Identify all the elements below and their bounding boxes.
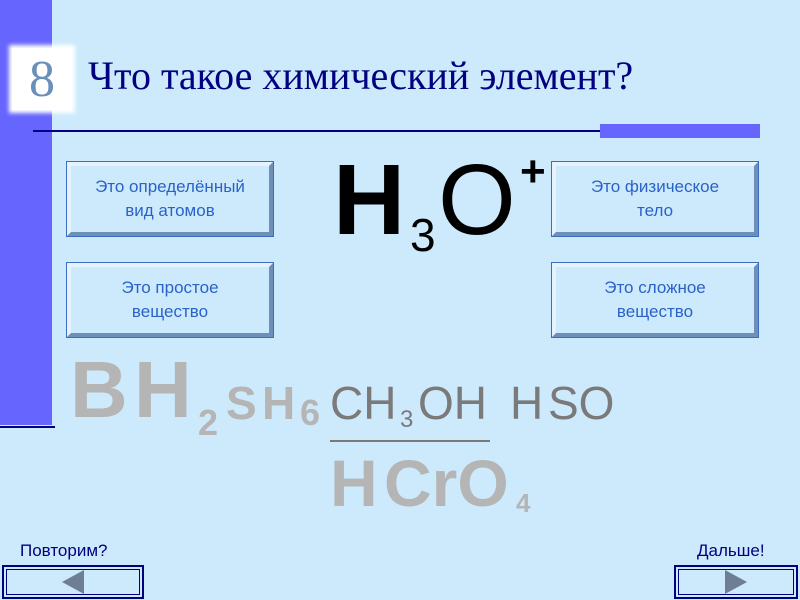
option-label: вещество (616, 302, 694, 321)
formula-glyph: S (226, 377, 257, 429)
option-complex-substance-button[interactable]: Это сложное вещество (551, 262, 759, 338)
title-divider-accent (600, 124, 760, 138)
divider (0, 426, 55, 428)
formula-glyph: 4 (516, 488, 531, 518)
back-label: Повторим? (20, 541, 108, 560)
formula-h3o-3: 3 (410, 209, 436, 261)
formula-h3o-plus: + (520, 147, 546, 196)
formula-glyph: 2 (198, 402, 219, 443)
next-label: Дальше! (697, 541, 765, 560)
formula-h3o-h: H (333, 144, 406, 256)
formula-glyph: B (70, 345, 128, 434)
option-label: Это простое (121, 278, 219, 297)
formula-glyph: H (134, 345, 192, 434)
formula-glyph: CrO (384, 446, 509, 520)
option-label: Это сложное (604, 278, 706, 297)
option-label: вид атомов (125, 201, 215, 220)
option-simple-substance-button[interactable]: Это простое вещество (66, 262, 274, 338)
triangle-left-icon (62, 570, 84, 594)
title-divider (33, 130, 760, 132)
option-defined-atom-type-button[interactable]: Это определённый вид атомов (66, 161, 274, 237)
page-title: Что такое химический элемент? (88, 53, 634, 98)
formula-glyph: 3 (400, 406, 414, 433)
formula-glyph: SO (548, 377, 615, 429)
option-label: тело (636, 201, 674, 220)
formula-glyph: 6 (300, 392, 321, 433)
formula-h3o-o: O (438, 144, 516, 256)
option-label: Это физическое (590, 177, 720, 196)
formula-glyph: H (262, 377, 296, 429)
slide-number-badge: 8 (12, 48, 72, 110)
reaction-line (330, 440, 490, 442)
triangle-right-icon (725, 570, 747, 594)
next-button[interactable] (674, 565, 798, 599)
option-label: Это определённый (95, 177, 245, 196)
back-button[interactable] (2, 565, 144, 599)
option-label: вещество (131, 302, 209, 321)
formula-glyph: H (510, 377, 544, 429)
formula-glyph: H (330, 446, 378, 520)
formula-glyph: CH (330, 377, 397, 429)
formula-glyph: OH (418, 377, 487, 429)
option-physical-body-button[interactable]: Это физическое тело (551, 161, 759, 237)
